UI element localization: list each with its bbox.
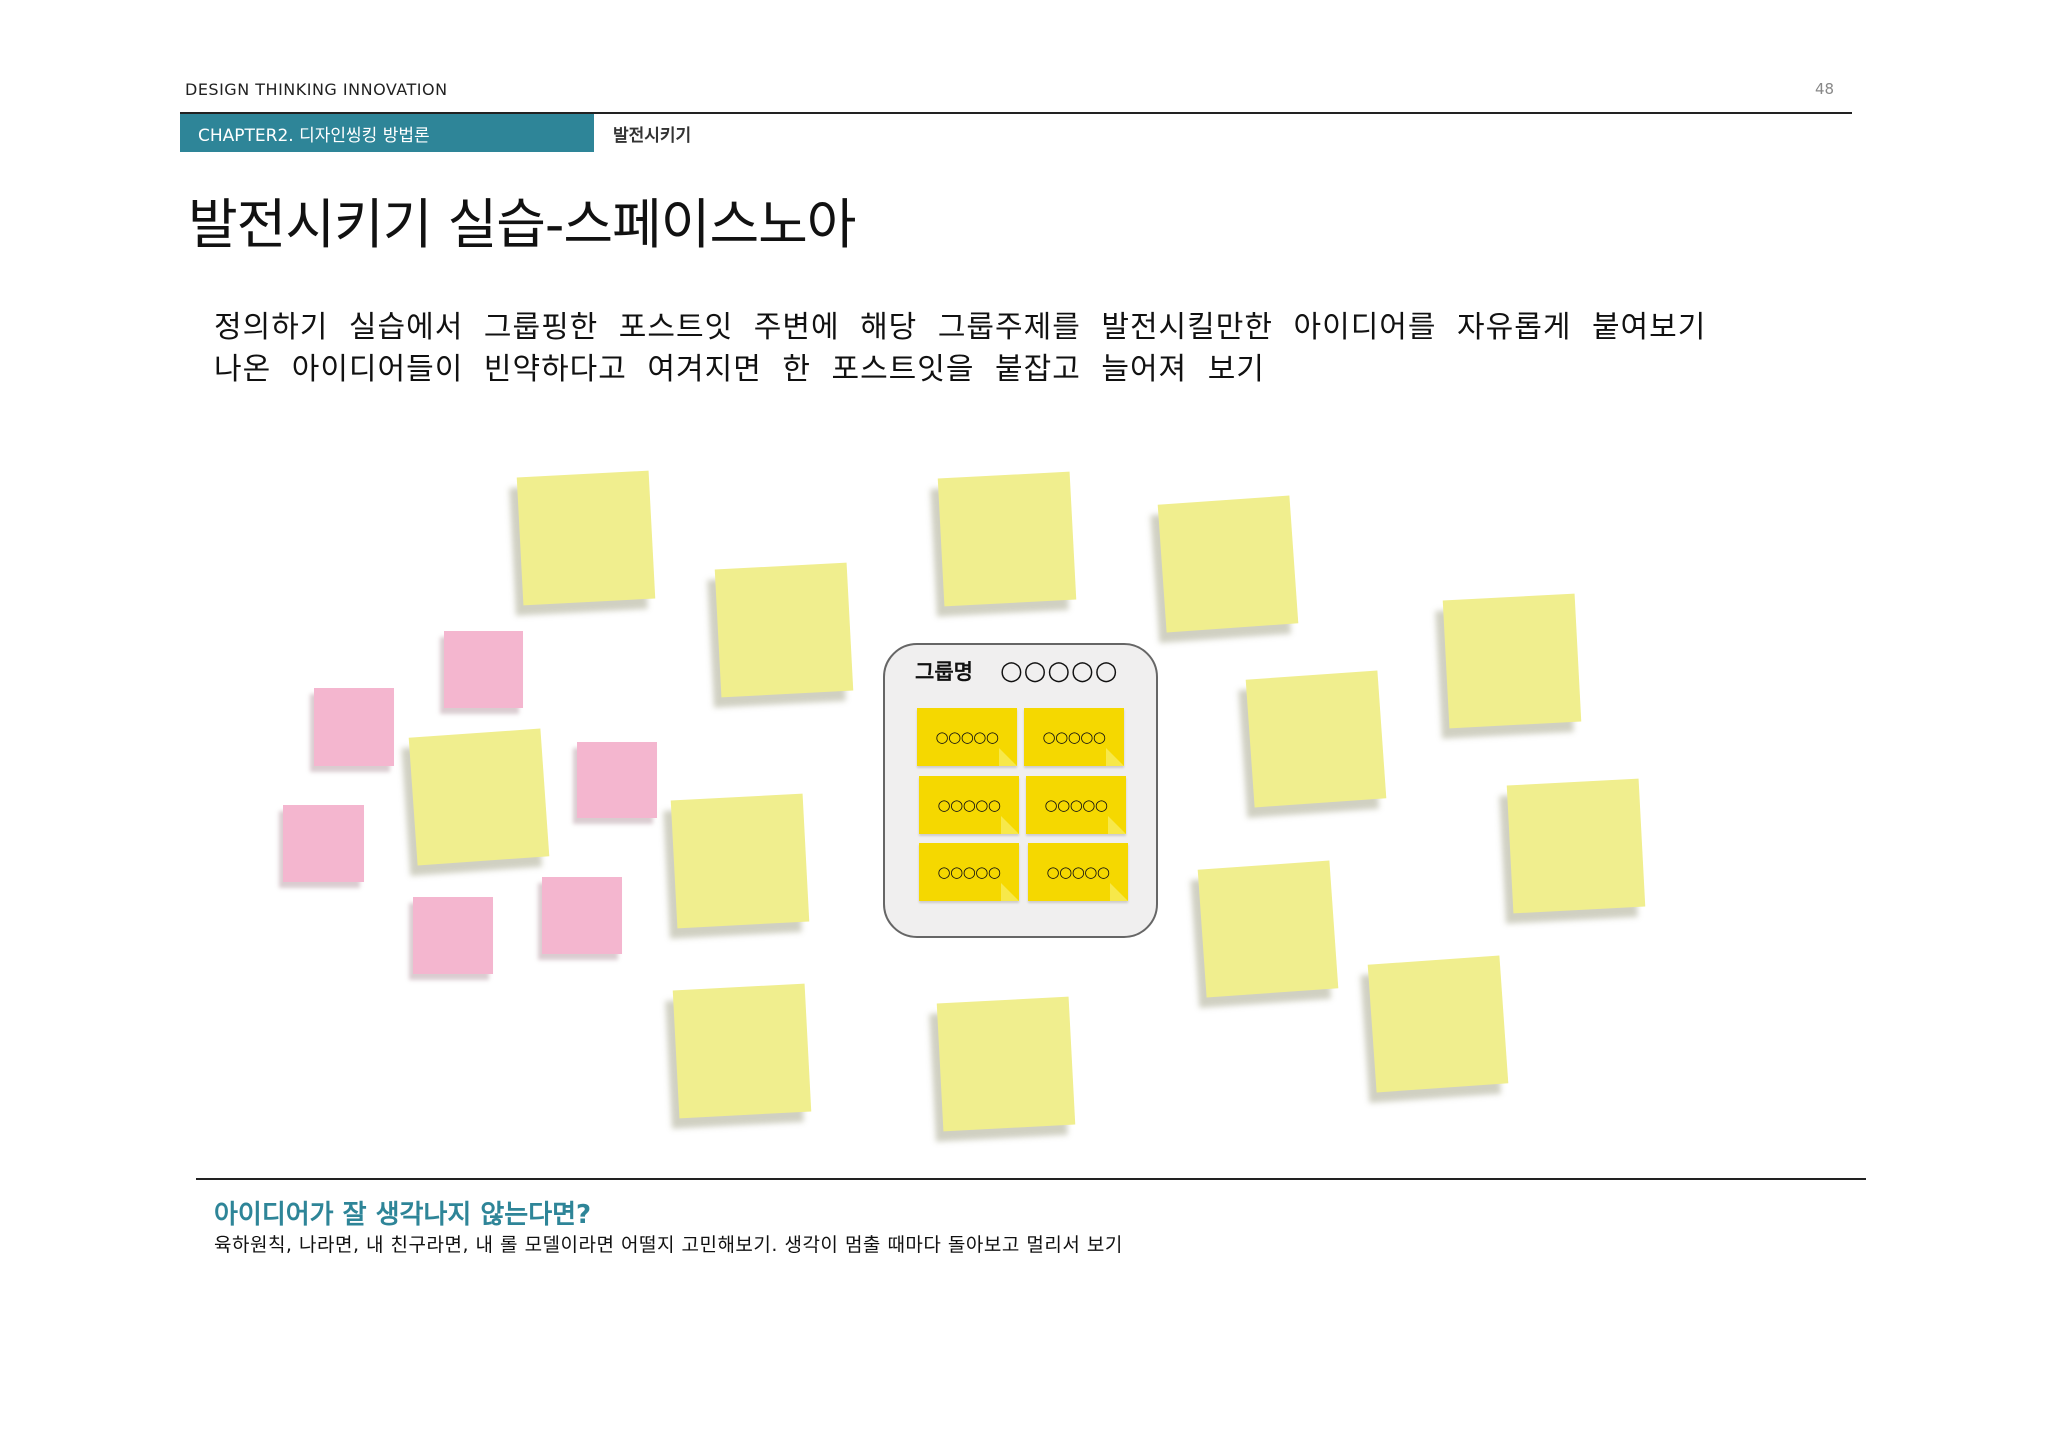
sticky-note-yellow — [1197, 860, 1339, 998]
page-curl-icon — [1001, 883, 1019, 901]
group-note-label: ○○○○○ — [937, 863, 1001, 881]
sticky-note-yellow — [1442, 593, 1582, 729]
sticky-note-pink — [577, 742, 657, 818]
page-curl-icon — [1106, 748, 1124, 766]
sticky-note-pink — [283, 805, 364, 882]
group-note: ○○○○○ — [1024, 708, 1124, 766]
page-curl-icon — [999, 748, 1017, 766]
group-card-placeholder: ○○○○○ — [1000, 656, 1119, 686]
group-note-label: ○○○○○ — [1042, 728, 1106, 746]
tip-title: 아이디어가 잘 생각나지 않는다면? — [214, 1200, 592, 1230]
page-curl-icon — [1108, 816, 1126, 834]
sticky-note-yellow — [1506, 778, 1646, 914]
group-note: ○○○○○ — [1026, 776, 1126, 834]
sticky-note-yellow — [1245, 670, 1387, 808]
chapter-bar — [180, 114, 594, 152]
document-header-title: DESIGN THINKING INNOVATION — [185, 80, 448, 99]
sticky-note-yellow — [937, 471, 1077, 607]
sticky-note-pink — [314, 688, 394, 766]
group-note: ○○○○○ — [919, 776, 1019, 834]
sticky-note-pink — [413, 897, 493, 974]
sticky-note-yellow — [672, 983, 812, 1119]
description-line-2: 나온 아이디어들이 빈약하다고 여겨지면 한 포스트잇을 붙잡고 늘어져 보기 — [214, 352, 1265, 387]
sticky-note-pink — [542, 877, 622, 954]
tip-body: 육하원칙, 나라면, 내 친구라면, 내 롤 모델이라면 어떨지 고민해보기. … — [214, 1234, 1123, 1256]
section-label: 발전시키기 — [613, 126, 692, 146]
group-note-label: ○○○○○ — [937, 796, 1001, 814]
sticky-note-yellow — [936, 996, 1076, 1132]
group-note: ○○○○○ — [1028, 843, 1128, 901]
group-note: ○○○○○ — [919, 843, 1019, 901]
chapter-label: CHAPTER2. 디자인씽킹 방법론 — [198, 126, 430, 146]
sticky-note-pink — [444, 631, 523, 708]
sticky-note-yellow — [1367, 955, 1509, 1093]
page-number: 48 — [1815, 80, 1835, 98]
group-note-label: ○○○○○ — [935, 728, 999, 746]
sticky-note-yellow — [670, 793, 810, 929]
footer-divider — [196, 1178, 1866, 1180]
group-card-title: 그룹명 — [915, 660, 973, 684]
sticky-note-yellow — [516, 470, 656, 606]
sticky-note-yellow — [1157, 495, 1299, 633]
header-divider — [180, 112, 1852, 114]
page-title: 발전시키기 실습-스페이스노아 — [188, 193, 856, 256]
page-curl-icon — [1110, 883, 1128, 901]
group-note-label: ○○○○○ — [1046, 863, 1110, 881]
group-note-label: ○○○○○ — [1044, 796, 1108, 814]
sticky-note-yellow — [408, 728, 550, 866]
group-note: ○○○○○ — [917, 708, 1017, 766]
sticky-note-yellow — [714, 562, 854, 698]
description-line-1: 정의하기 실습에서 그룹핑한 포스트잇 주변에 해당 그룹주제를 발전시킬만한 … — [214, 310, 1707, 345]
page-curl-icon — [1001, 816, 1019, 834]
